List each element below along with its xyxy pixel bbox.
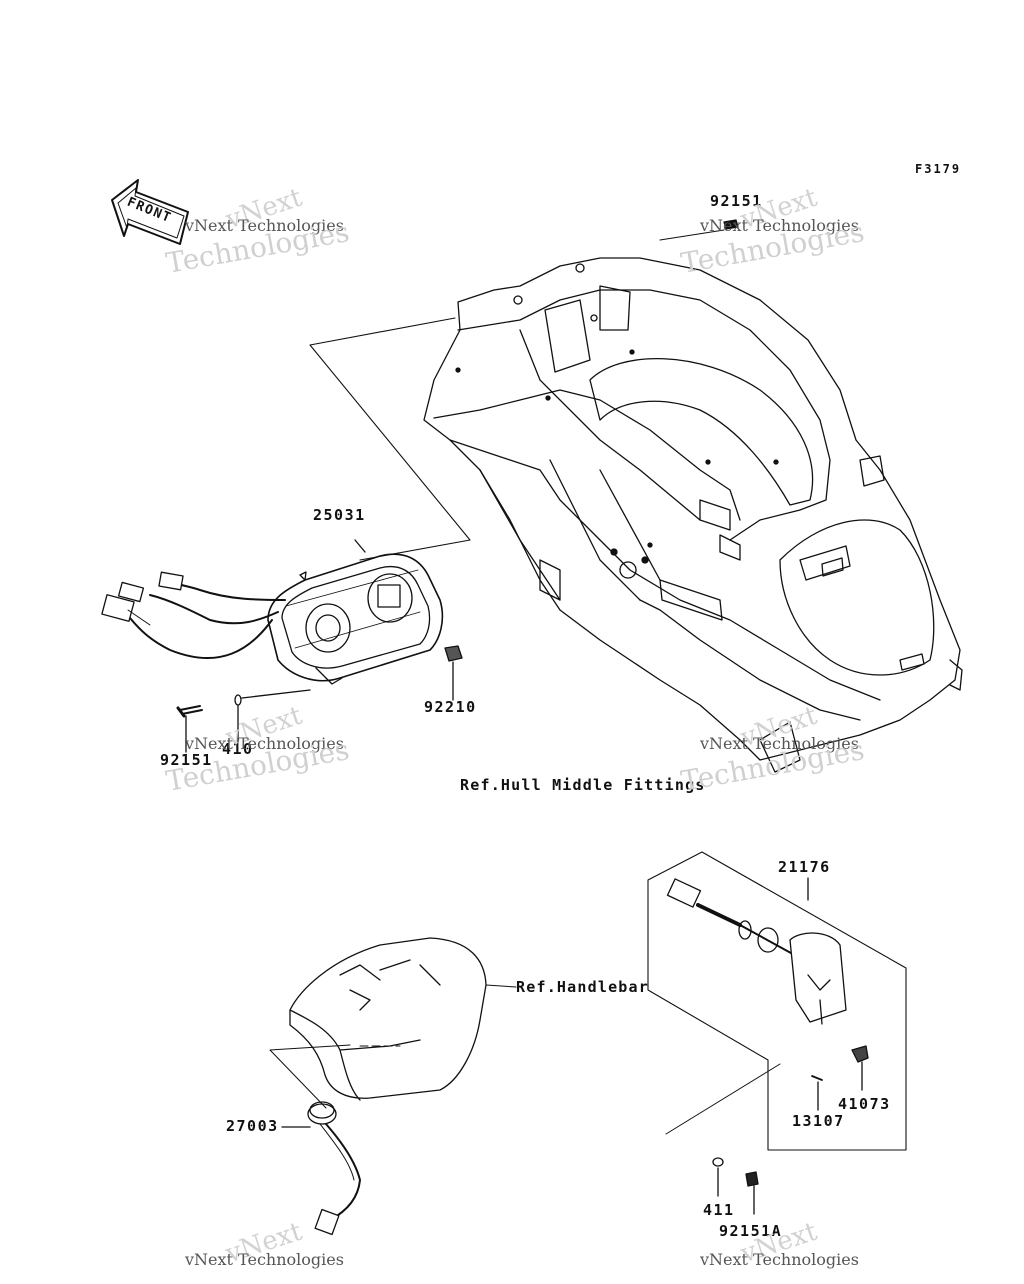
screw-92151A-icon [745, 1171, 759, 1187]
part-92151-left: 92151 [160, 751, 213, 769]
part-411: 411 [703, 1201, 735, 1219]
part-25031: 25031 [313, 506, 366, 524]
ref-handlebar: Ref.Handlebar [516, 978, 649, 996]
handlebar-leader [269, 1044, 351, 1109]
cable-21176-drawing [647, 851, 907, 1151]
screw-92151-top-icon [723, 219, 739, 230]
part-41073: 41073 [838, 1095, 891, 1113]
hull-fittings-drawing [423, 257, 963, 773]
screw-leader-top [659, 229, 725, 241]
hull-leader [309, 317, 471, 561]
meter-assembly-drawing [101, 539, 444, 685]
part-92151A: 92151A [719, 1222, 783, 1240]
sensor-27003-drawing [307, 1101, 361, 1236]
pin-13107-icon [811, 1075, 823, 1081]
meter-leader [241, 689, 311, 699]
handlebar-drawing [289, 937, 517, 1101]
part-13107: 13107 [792, 1112, 845, 1130]
screw-92151-left-icon [176, 705, 203, 718]
diagram-code: F3179 [915, 162, 962, 176]
washer-411-icon [712, 1157, 724, 1167]
ref-hull: Ref.Hull Middle Fittings [460, 776, 706, 794]
clip-41073-icon [851, 1045, 869, 1063]
washer-410-icon [234, 694, 242, 706]
clip-92210-icon [444, 645, 463, 662]
front-arrow-icon [111, 179, 189, 245]
part-21176: 21176 [778, 858, 831, 876]
part-27003: 27003 [226, 1117, 279, 1135]
part-410: 410 [222, 740, 254, 758]
part-92210: 92210 [424, 698, 477, 716]
lower-leader [665, 1063, 781, 1135]
part-92151-top: 92151 [710, 192, 763, 210]
